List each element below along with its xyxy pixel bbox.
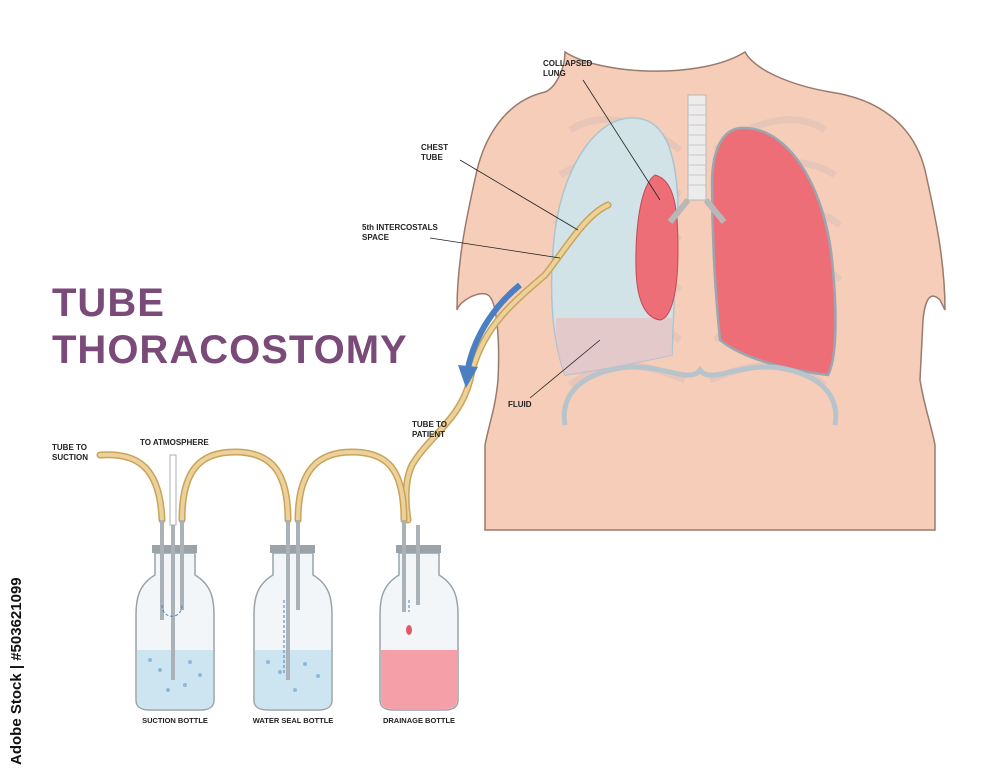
label-intercostal-line2: SPACE	[362, 232, 389, 242]
label-tube-to-patient-line1: TUBE TO	[412, 420, 447, 429]
label-tube-to-patient: TUBE TO PATIENT	[412, 420, 447, 439]
label-collapsed-lung-line1: COLLAPSED	[543, 59, 593, 68]
label-to-atmosphere: TO ATMOSPHERE	[140, 438, 209, 447]
connecting-tubes	[96, 448, 408, 524]
leader-lines	[429, 79, 661, 399]
trachea	[667, 94, 727, 224]
collapsed-lung	[635, 174, 679, 321]
pleural-fluid	[555, 318, 672, 375]
label-water-seal-bottle: WATER SEAL BOTTLE	[252, 716, 334, 725]
title-line-2: THORACOSTOMY	[52, 328, 408, 372]
diaphragm	[561, 364, 839, 426]
label-collapsed-lung: COLLAPSED LUNG	[543, 59, 592, 78]
label-drainage-bottle: DRAINAGE BOTTLE	[382, 716, 456, 725]
label-tube-to-patient-line2: PATIENT	[412, 429, 446, 439]
label-tube-to-suction-line2: SUCTION	[52, 452, 88, 462]
label-chest-tube-line2: TUBE	[421, 152, 443, 162]
label-chest-tube-line1: CHEST	[421, 143, 449, 152]
suction-bottle	[135, 520, 215, 711]
water-seal-bottle	[253, 520, 333, 711]
label-intercostal-line1: 5th INTERCOSTALS	[362, 223, 438, 232]
stock-id-watermark: Adobe Stock | #503621099	[8, 577, 25, 765]
atmosphere-vent-tube	[169, 454, 177, 526]
label-tube-to-suction-line1: TUBE TO	[52, 443, 87, 452]
title-line-1: TUBE	[52, 281, 165, 325]
label-intercostal-space: 5th INTERCOSTALS SPACE	[362, 223, 438, 242]
drainage-bottle	[379, 520, 459, 711]
label-fluid: FLUID	[508, 400, 532, 409]
label-tube-to-suction: TUBE TO SUCTION	[52, 443, 88, 462]
label-suction-bottle: SUCTION BOTTLE	[142, 716, 208, 725]
label-chest-tube: CHEST TUBE	[421, 143, 448, 162]
drainage-arrow	[465, 282, 522, 369]
label-collapsed-lung-line2: LUNG	[543, 68, 566, 78]
